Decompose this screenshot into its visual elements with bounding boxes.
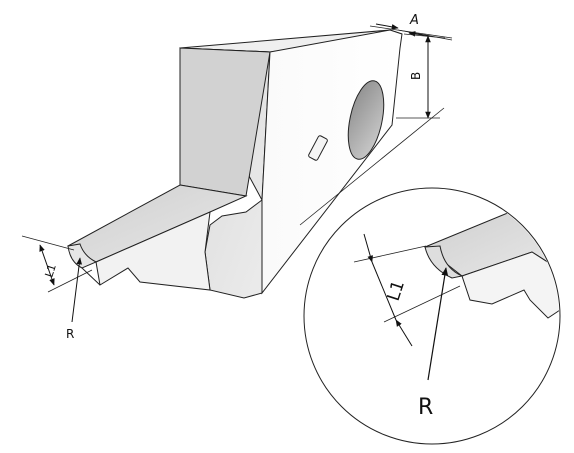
detail-view: L1 R bbox=[303, 187, 561, 445]
dim-label-l1-main: L1 bbox=[42, 262, 58, 279]
detail-blade-side bbox=[461, 251, 559, 319]
dim-label-b: B bbox=[409, 72, 423, 80]
dim-label-r-detail: R bbox=[418, 395, 433, 420]
dim-label-r-main: R bbox=[66, 327, 74, 341]
dim-label-a: A bbox=[409, 13, 419, 28]
blade-tip-radius bbox=[67, 243, 98, 269]
dimension-b: B bbox=[396, 33, 446, 119]
cutting-blade bbox=[66, 184, 248, 291]
dimension-l1-main: L1 bbox=[21, 235, 93, 293]
detail-tip-radius bbox=[424, 245, 464, 279]
dimension-r-main: R bbox=[66, 257, 82, 341]
detail-leader bbox=[299, 107, 445, 226]
mounting-hole bbox=[347, 80, 385, 160]
blade-front-face bbox=[95, 211, 211, 291]
brand-logo bbox=[308, 135, 328, 161]
insert-body bbox=[179, 29, 403, 299]
